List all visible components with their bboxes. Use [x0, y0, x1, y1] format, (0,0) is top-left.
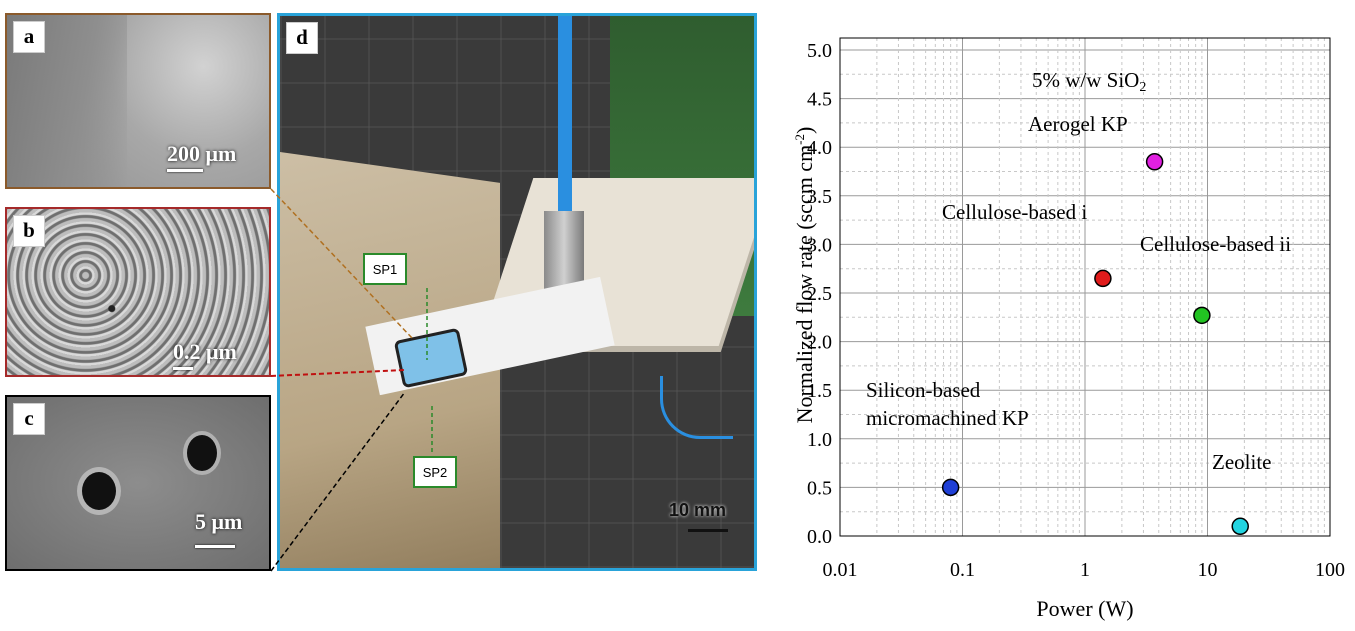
annotation-zeolite: Zeolite [1212, 450, 1272, 474]
blue-cable [660, 376, 733, 439]
scale-label-d: 10 mm [669, 500, 727, 520]
y-tick-label: 1.0 [807, 429, 832, 451]
data-point [1193, 306, 1211, 325]
scale-bar-a [167, 169, 203, 172]
x-tick-label: 0.01 [823, 559, 858, 581]
pore-2 [187, 435, 217, 471]
y-tick-label: 2.0 [807, 332, 832, 354]
x-tick-label: 1 [1080, 559, 1090, 581]
panel-tag-b: b [13, 215, 45, 247]
y-tick-label: 3.5 [807, 186, 832, 208]
scale-label-c: 5 μm [195, 509, 243, 534]
x-tick-labels: 0.01 0.1 1 10 100 [823, 559, 1346, 581]
sem-panel-c: c 5 μm [5, 395, 271, 571]
data-point [1145, 153, 1164, 171]
y-tick-label: 0.0 [807, 526, 832, 548]
chart-grid [839, 38, 1330, 537]
y-tick-label: 5.0 [807, 40, 832, 62]
y-tick-label: 2.5 [807, 283, 832, 305]
data-points [941, 153, 1249, 536]
annotation-silicon-1: Silicon-based [866, 378, 981, 402]
annotation-cellulose-i: Cellulose-based i [942, 200, 1088, 224]
panel-tag-a: a [13, 21, 45, 53]
sem-panel-a: a 200 μm [5, 13, 271, 189]
pore-1 [82, 472, 116, 510]
y-axis-label: Normalized flow rate (sccm cm-2) [792, 126, 817, 424]
y-tick-label: 4.0 [807, 137, 832, 159]
sp2-label: SP2 [413, 456, 457, 488]
scale-bar-c [195, 545, 235, 548]
annotation-cellulose-ii: Cellulose-based ii [1140, 232, 1292, 256]
data-point [1231, 517, 1249, 536]
x-axis-label: Power (W) [1036, 596, 1134, 621]
y-tick-label: 0.5 [807, 477, 832, 499]
y-tick-label: 4.5 [807, 89, 832, 111]
y-tick-labels: 0.0 0.5 1.0 1.5 2.0 2.5 3.0 3.5 4.0 4.5 5.0 [807, 40, 832, 548]
data-point [941, 478, 960, 497]
annotation-sio2: 5% w/w SiO2 [1032, 68, 1147, 95]
panel-tag-c: c [13, 403, 45, 435]
annotation-aerogel: Aerogel KP [1028, 112, 1128, 136]
data-point [1094, 269, 1112, 288]
scale-label-a: 200 μm [167, 141, 237, 166]
scale-bar-b [173, 367, 193, 370]
sem-panel-b: b 0.2 μm [5, 207, 271, 377]
x-tick-label: 10 [1198, 559, 1218, 581]
scale-label-b: 0.2 μm [173, 339, 237, 364]
y-tick-label: 1.5 [807, 380, 832, 402]
scale-bar-d [688, 529, 728, 532]
x-tick-label: 0.1 [950, 559, 975, 581]
panel-tag-d: d [286, 22, 318, 54]
x-tick-label: 100 [1315, 559, 1345, 581]
annotation-silicon-2: micromachined KP [866, 406, 1029, 430]
y-tick-label: 3.0 [807, 234, 832, 256]
plot-frame [839, 37, 1331, 537]
blue-tube [558, 16, 572, 211]
